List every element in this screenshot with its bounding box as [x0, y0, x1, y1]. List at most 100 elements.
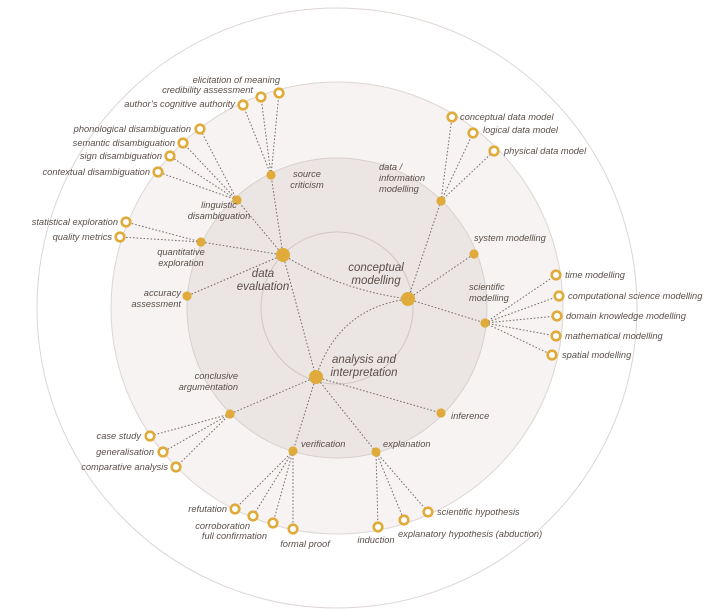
label-computational-science-modelling: computational science modelling	[568, 291, 703, 301]
label-line-quality-metrics: quality metrics	[53, 232, 113, 242]
edge-conceptual-modelling-to-scientific-modelling	[407, 298, 486, 324]
label-scientific-hypothesis: scientific hypothesis	[437, 507, 520, 517]
label-full-confirmation: full confirmation	[202, 531, 267, 541]
label-line-physical-data-model: physical data model	[503, 146, 587, 156]
edge-data-evaluation-to-linguistic-disambiguation	[236, 199, 284, 256]
edge-data-information-modelling-to-physical-data-model	[440, 150, 495, 202]
label-line-authors-cognitive-authority: author’s cognitive authority	[124, 99, 236, 109]
label-line-semantic-disambiguation: semantic disambiguation	[73, 138, 175, 148]
label-line-scientific-modelling: modelling	[469, 293, 510, 303]
label-line-analysis-and-interpretation: analysis and	[332, 354, 397, 366]
leaf-node-corroboration	[247, 510, 259, 522]
label-line-full-confirmation: full confirmation	[202, 531, 267, 541]
label-formal-proof: formal proof	[280, 539, 331, 549]
label-credibility-assessment: credibility assessment	[162, 85, 253, 95]
edges-layer	[119, 92, 560, 529]
leaf-node-semantic-disambiguation	[177, 137, 189, 149]
edge-scientific-modelling-to-domain-knowledge-modelling	[484, 315, 558, 324]
leaf-node-logical-data-model	[467, 127, 479, 139]
label-spatial-modelling: spatial modelling	[562, 350, 632, 360]
label-line-system-modelling: system modelling	[474, 233, 547, 243]
label-generalisation: generalisation	[96, 447, 154, 457]
node-source-criticism	[266, 170, 276, 180]
node-accuracy-assessment	[182, 291, 192, 301]
label-line-verification: verification	[301, 439, 345, 449]
nodes-layer	[114, 87, 565, 535]
leaf-node-phonological-disambiguation	[194, 123, 206, 135]
label-sign-disambiguation: sign disambiguation	[80, 151, 162, 161]
leaf-node-generalisation	[157, 446, 169, 458]
leaf-node-contextual-disambiguation	[152, 166, 164, 178]
label-logical-data-model: logical data model	[483, 125, 559, 135]
node-data-evaluation	[276, 248, 290, 262]
edge-scientific-modelling-to-mathematical-modelling	[484, 322, 557, 337]
label-line-explanation: explanation	[383, 439, 431, 449]
label-line-induction: induction	[357, 535, 394, 545]
edge-linguistic-disambiguation-to-phonological-disambiguation	[199, 128, 238, 201]
label-domain-knowledge-modelling: domain knowledge modelling	[566, 311, 687, 321]
edge-linguistic-disambiguation-to-sign-disambiguation	[169, 155, 238, 201]
label-line-contextual-disambiguation: contextual disambiguation	[43, 167, 151, 177]
label-authors-cognitive-authority: author’s cognitive authority	[124, 99, 236, 109]
label-line-analysis-and-interpretation: interpretation	[330, 367, 397, 379]
leaf-node-spatial-modelling	[546, 349, 558, 361]
label-line-case-study: case study	[97, 431, 143, 441]
label-line-corroboration: corroboration	[195, 521, 250, 531]
node-inference	[436, 408, 446, 418]
label-line-credibility-assessment: credibility assessment	[162, 85, 253, 95]
edge-data-information-modelling-to-conceptual-data-model	[440, 116, 453, 202]
label-line-scientific-hypothesis: scientific hypothesis	[437, 507, 520, 517]
label-phonological-disambiguation: phonological disambiguation	[73, 124, 191, 134]
edge-linguistic-disambiguation-to-semantic-disambiguation	[182, 142, 238, 201]
label-refutation: refutation	[188, 504, 227, 514]
label-line-accuracy-assessment: assessment	[131, 299, 181, 309]
label-inference: inference	[451, 411, 489, 421]
node-explanation	[371, 447, 381, 457]
node-conclusive-argumentation	[225, 409, 235, 419]
label-line-scientific-modelling: scientific	[469, 282, 505, 292]
inner-ring	[186, 157, 488, 459]
edge-data-evaluation-to-analysis-and-interpretation	[282, 254, 317, 378]
leaf-node-refutation	[229, 503, 241, 515]
label-line-refutation: refutation	[188, 504, 227, 514]
label-line-quantitative-exploration: quantitative	[157, 247, 205, 257]
label-line-logical-data-model: logical data model	[483, 125, 559, 135]
leaf-node-full-confirmation	[267, 517, 279, 529]
label-conceptual-data-model: conceptual data model	[460, 112, 554, 122]
edge-scientific-modelling-to-computational-science-modelling	[484, 295, 560, 324]
core-ring	[260, 231, 414, 385]
edge-data-evaluation-to-conceptual-modelling	[282, 254, 409, 300]
label-contextual-disambiguation: contextual disambiguation	[43, 167, 151, 177]
label-induction: induction	[357, 535, 394, 545]
leaf-node-scientific-hypothesis	[422, 506, 434, 518]
label-quality-metrics: quality metrics	[53, 232, 113, 242]
leaf-node-computational-science-modelling	[553, 290, 565, 302]
label-line-source-criticism: source	[293, 169, 321, 179]
label-verification: verification	[301, 439, 345, 449]
node-scientific-modelling	[480, 318, 490, 328]
label-line-data-information-modelling: modelling	[379, 184, 420, 194]
leaf-node-comparative-analysis	[170, 461, 182, 473]
label-line-comparative-analysis: comparative analysis	[81, 462, 168, 472]
label-line-inference: inference	[451, 411, 489, 421]
label-line-conceptual-data-model: conceptual data model	[460, 112, 554, 122]
label-physical-data-model: physical data model	[503, 146, 587, 156]
edge-analysis-and-interpretation-to-inference	[315, 376, 442, 414]
label-line-spatial-modelling: spatial modelling	[562, 350, 632, 360]
label-line-elicitation-of-meaning: elicitation of meaning	[193, 75, 281, 85]
label-corroboration: corroboration	[195, 521, 250, 531]
edge-verification-to-corroboration	[252, 450, 294, 517]
label-line-linguistic-disambiguation: linguistic	[201, 200, 237, 210]
leaf-node-mathematical-modelling	[550, 330, 562, 342]
leaf-node-case-study	[144, 430, 156, 442]
label-line-time-modelling: time modelling	[565, 270, 626, 280]
label-line-linguistic-disambiguation: disambiguation	[188, 211, 251, 221]
label-line-data-evaluation: data	[252, 268, 274, 280]
label-explanatory-hypothesis-abduction: explanatory hypothesis (abduction)	[398, 529, 542, 539]
